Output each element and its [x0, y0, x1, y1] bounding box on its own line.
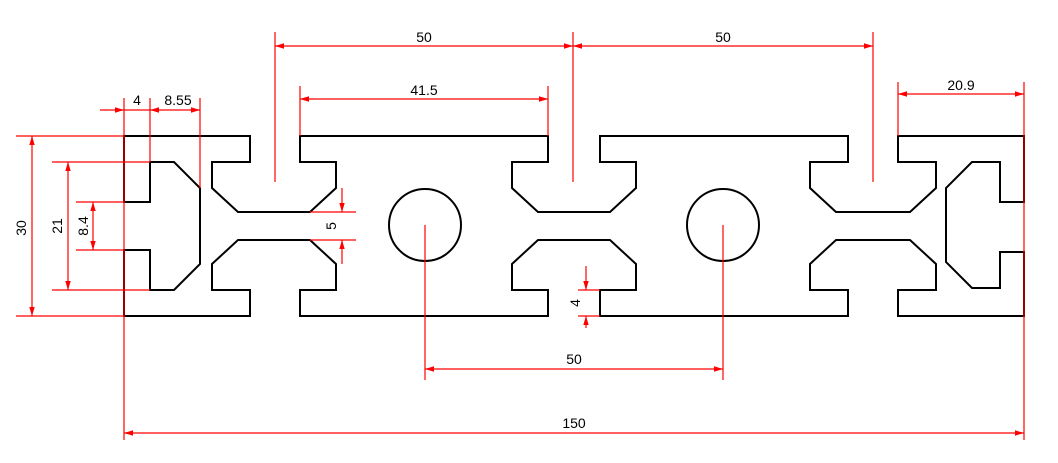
label-end-width: 20.9	[947, 77, 974, 93]
label-wall-4: 4	[133, 92, 141, 108]
label-height-inner: 21	[49, 218, 65, 234]
label-overall-length: 150	[562, 415, 586, 431]
label-top-pitch-right: 50	[715, 29, 731, 45]
label-slot-width: 41.5	[410, 82, 437, 98]
label-height-total: 30	[13, 220, 29, 236]
label-slot-opening: 8.4	[75, 216, 91, 236]
dimension-lines	[16, 32, 1025, 440]
label-end-depth: 8.55	[164, 92, 191, 108]
label-hole-pitch: 50	[566, 351, 582, 367]
profile-outline	[123, 135, 1025, 317]
label-web-gap: 5	[323, 222, 339, 230]
label-lip-thickness: 4	[567, 299, 583, 307]
top-rail	[123, 135, 1025, 317]
dimension-labels: 50 50 41.5 20.9 4 8.55 30 21 8.4 5 4 50 …	[13, 29, 975, 431]
label-top-pitch-left: 50	[416, 29, 432, 45]
